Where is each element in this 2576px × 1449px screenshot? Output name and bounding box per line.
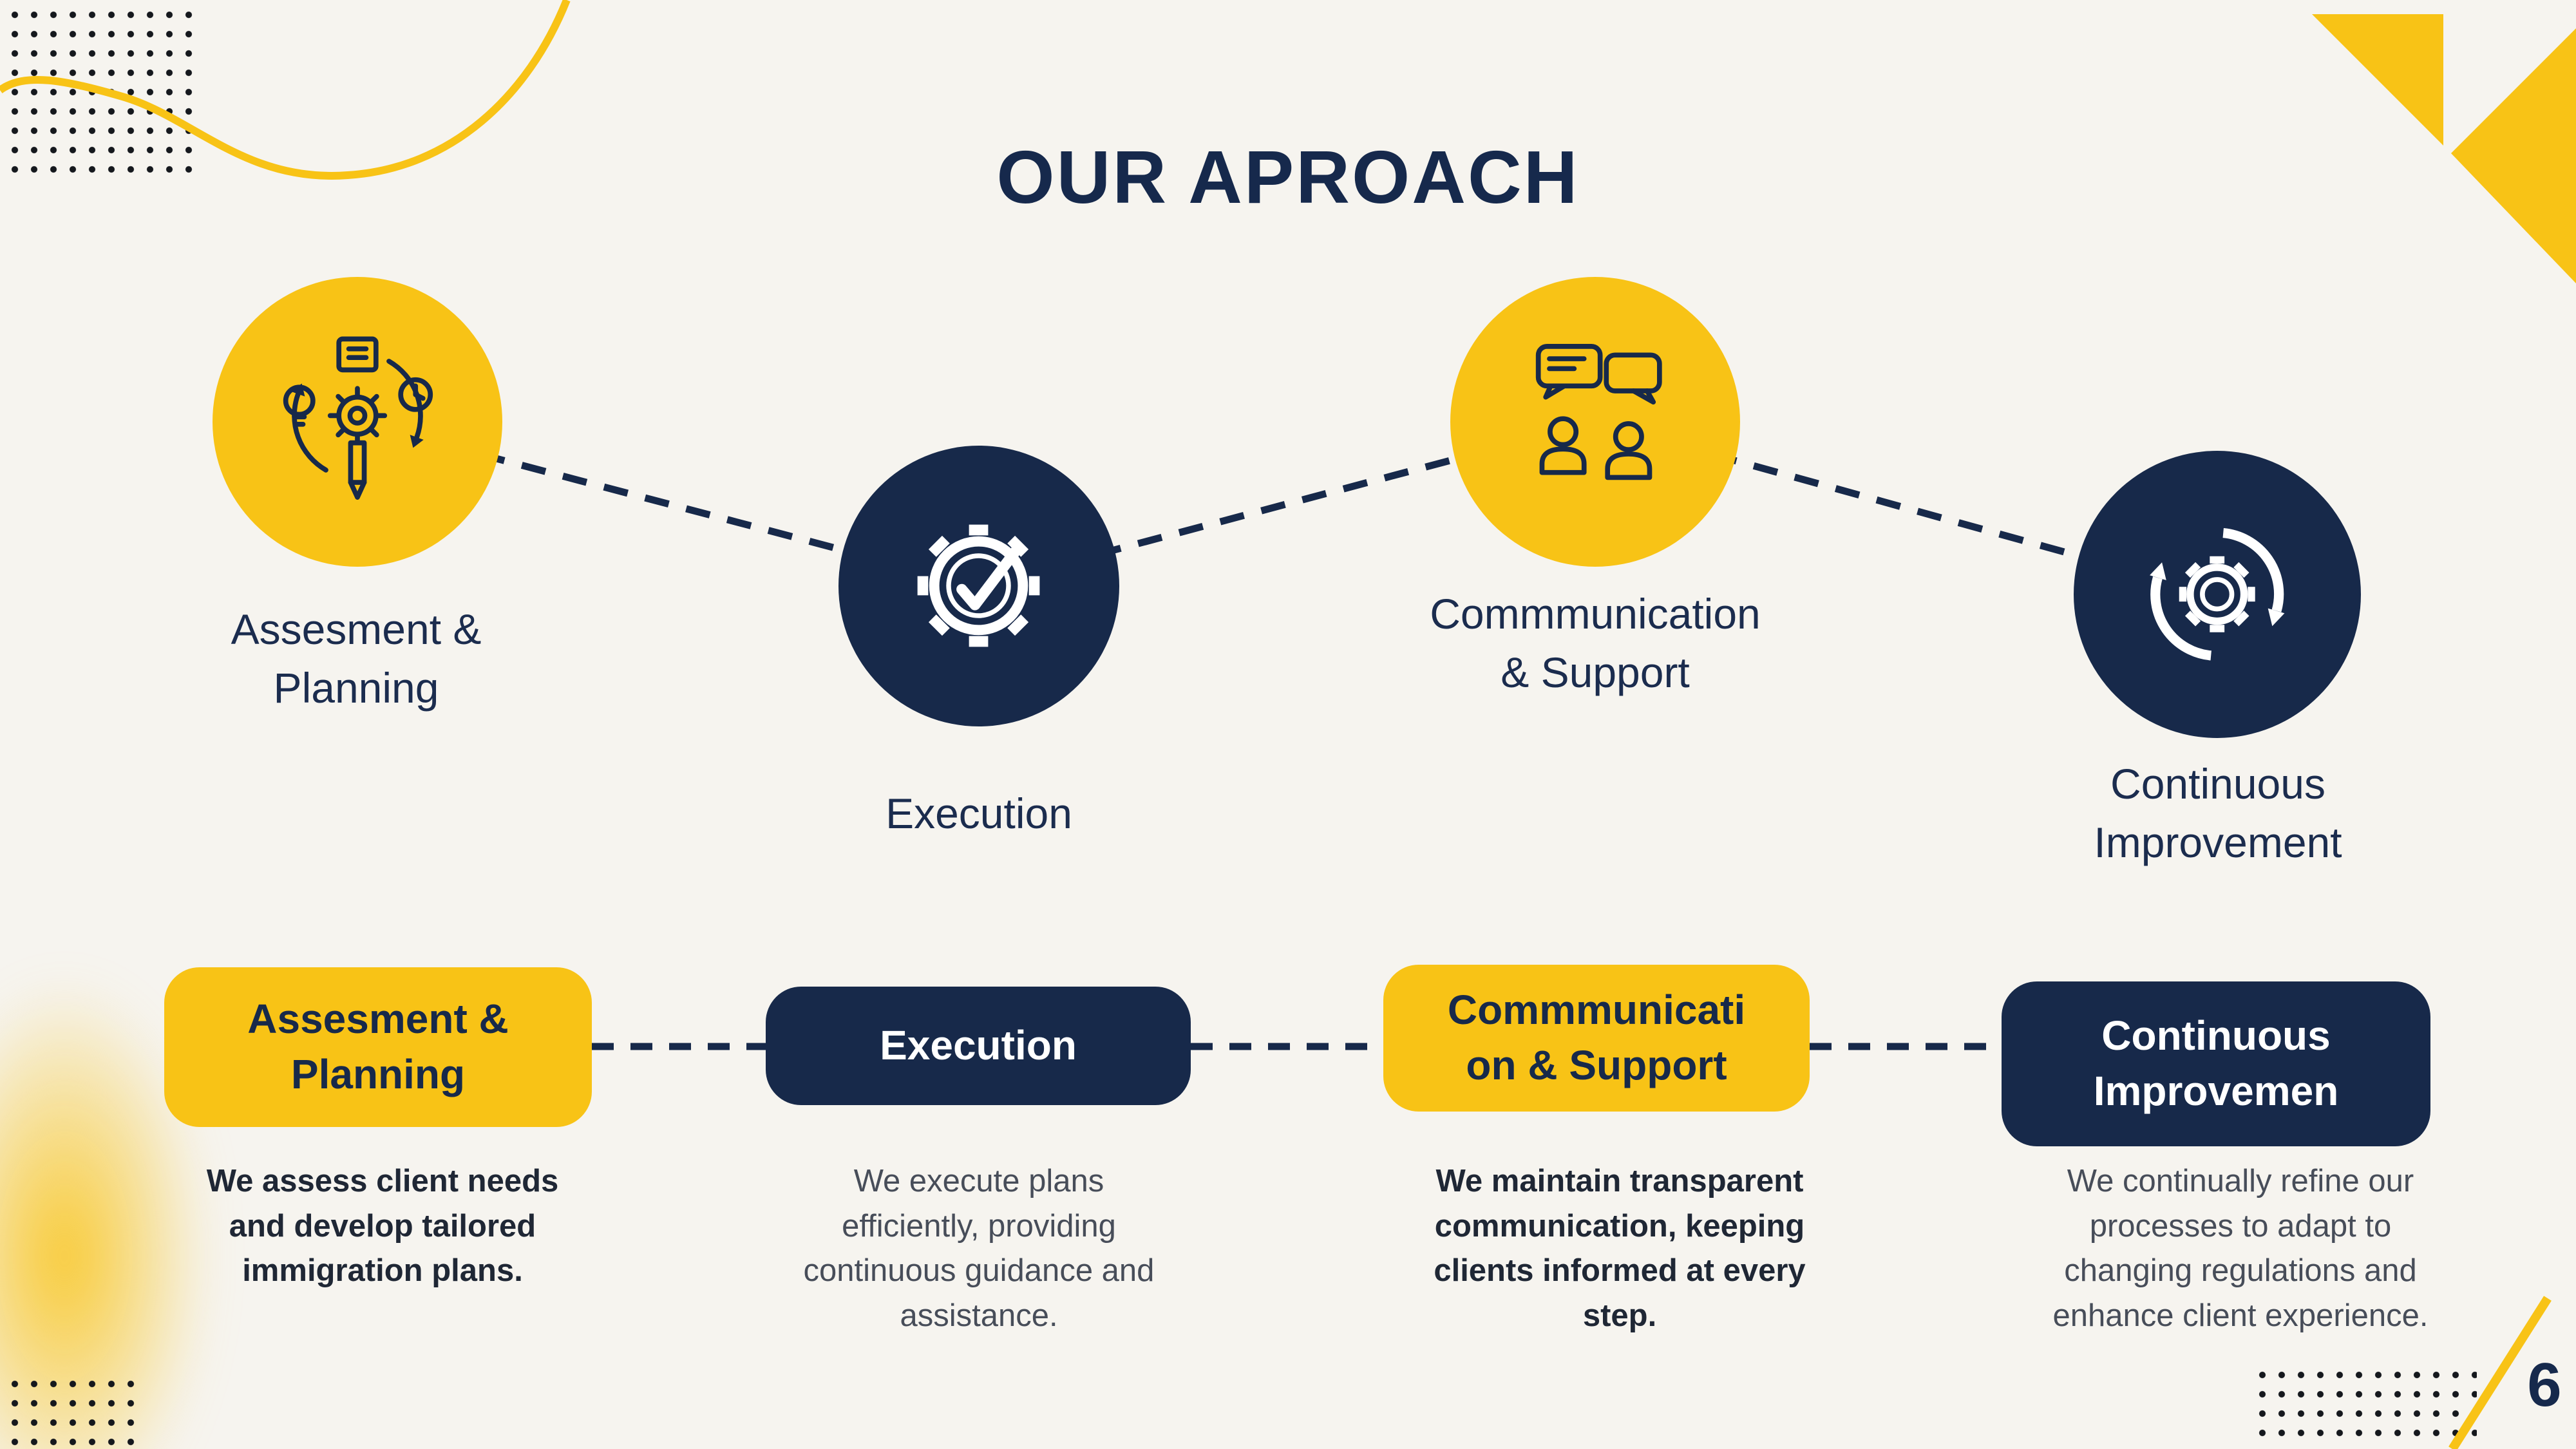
dots-pattern-bottom-right [2253, 1365, 2477, 1446]
pill-continuous-improvement: Continuous Improvemen [2002, 981, 2430, 1146]
communication-support-icon [1535, 344, 1662, 480]
step-circle-assessment-planning [213, 277, 502, 567]
step-circle-communication-support [1450, 277, 1740, 567]
continuous-improvement-icon [2150, 528, 2285, 661]
assessment-planning-icon [283, 336, 433, 500]
pill-label: Execution [880, 1022, 1077, 1069]
yellow-triangle-small [2312, 14, 2443, 146]
pill-communication-support: Commmunicati on & Support [1383, 965, 1810, 1112]
step-label-continuous-improvement: Continuous Improvement [2094, 760, 2342, 867]
step-description-execution: We execute plans efficiently, providing … [803, 1164, 1155, 1333]
step-label-assessment-planning: Assesment & Planning [231, 605, 482, 712]
step-circle-execution [838, 446, 1119, 726]
pill-assessment-planning: Assesment & Planning [164, 967, 592, 1127]
page-number: 6 [2527, 1350, 2562, 1419]
pill-label: Assesment & Planning [247, 996, 509, 1097]
step-label-communication-support: Commmunication & Support [1430, 590, 1761, 697]
page-title: OUR APROACH [996, 135, 1580, 219]
pill-label: Continuous Improvemen [2093, 1012, 2339, 1114]
step-label-execution: Execution [886, 790, 1072, 837]
step-description-assessment-planning: We assess client needs and develop tailo… [206, 1164, 559, 1289]
dots-pattern-bottom-left [5, 1374, 137, 1446]
execution-icon [918, 525, 1040, 647]
step-circle-continuous-improvement [2074, 451, 2361, 738]
pill-execution: Execution [766, 987, 1191, 1105]
step-description-continuous-improvement: We continually refine our processes to a… [2052, 1164, 2429, 1333]
step-description-communication-support: We maintain transparent communication, k… [1434, 1164, 1806, 1333]
pill-label: Commmunicati on & Support [1447, 987, 1746, 1088]
